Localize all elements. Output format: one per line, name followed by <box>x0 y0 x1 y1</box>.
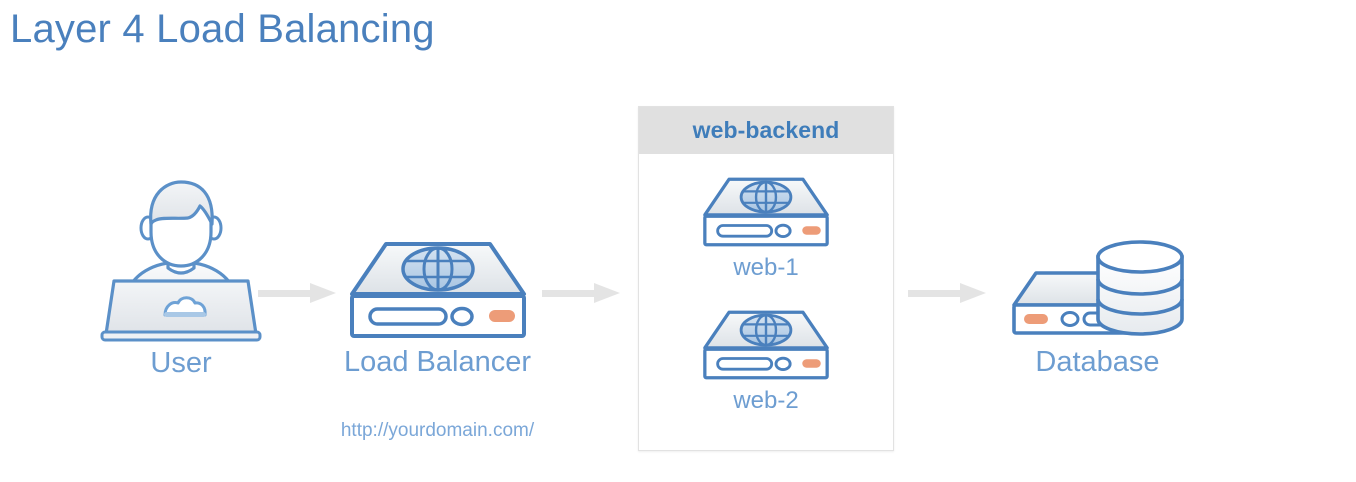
node-label-web-1: web-1 <box>733 254 799 281</box>
node-label-load-balancer: Load Balancer <box>343 346 532 378</box>
group-title-web-backend: web-backend <box>639 107 893 154</box>
node-label-user: User <box>150 347 212 379</box>
node-load-balancer: Load Balancer <box>330 240 545 379</box>
node-label-database: Database <box>1035 346 1160 378</box>
load-balancer-url: http://yourdomain.com/ <box>340 420 535 441</box>
group-body-web-backend: web-1 <box>639 154 893 450</box>
page-title: Layer 4 Load Balancing <box>10 7 435 51</box>
node-label-web-2: web-2 <box>733 387 799 414</box>
group-web-backend: web-backend <box>638 106 894 451</box>
user-laptop-icon <box>96 176 266 342</box>
globe-icon <box>400 246 475 292</box>
globe-icon <box>739 180 793 214</box>
database-cylinder-icon <box>1095 240 1184 336</box>
server-globe-icon <box>702 309 830 381</box>
arrow-backend-to-database <box>908 280 988 306</box>
arrow-load-balancer-to-backend <box>542 280 622 306</box>
node-user: User <box>96 176 266 380</box>
node-database: Database <box>990 235 1205 379</box>
cloud-icon <box>163 296 207 317</box>
node-web-1: web-1 <box>639 176 893 281</box>
server-globe-icon <box>348 240 528 340</box>
arrow-user-to-load-balancer <box>258 280 338 306</box>
database-server-icon <box>998 235 1198 340</box>
globe-icon <box>739 313 793 347</box>
node-web-2: web-2 <box>639 309 893 414</box>
server-globe-icon <box>702 176 830 248</box>
